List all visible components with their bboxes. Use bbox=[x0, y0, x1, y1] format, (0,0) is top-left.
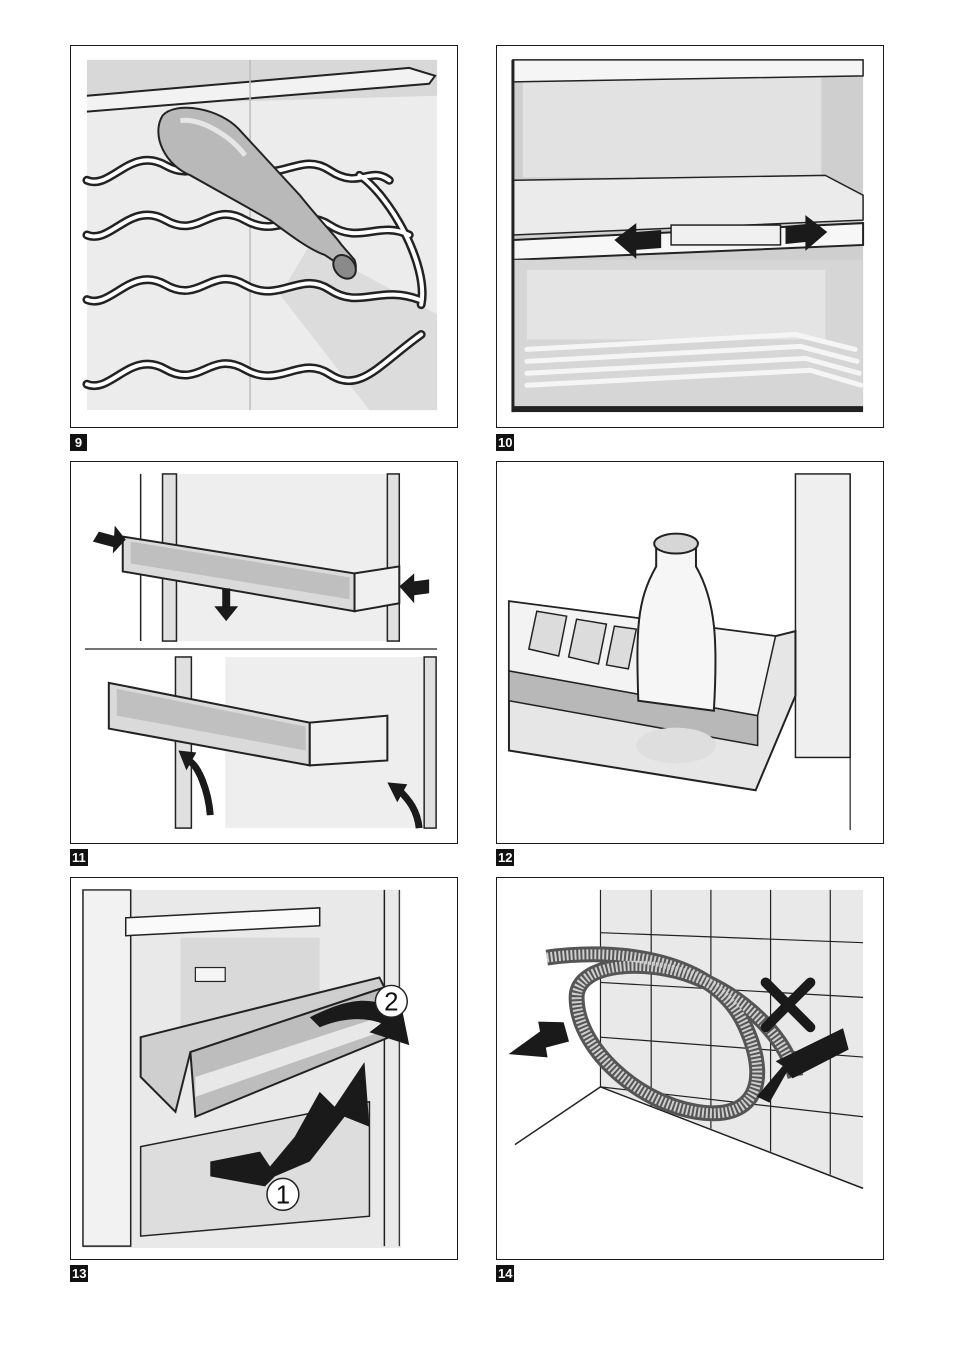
figure-11-panel bbox=[70, 461, 458, 844]
door-shelf-removal-illustration bbox=[71, 462, 457, 843]
figure-13-label: 13 bbox=[70, 1265, 88, 1282]
figure-9-label: 9 bbox=[70, 434, 87, 451]
wine-rack-illustration bbox=[71, 46, 457, 427]
drawer-removal-illustration: 1 2 bbox=[71, 878, 457, 1259]
step-2-label: 2 bbox=[384, 988, 398, 1016]
figure-12-panel bbox=[496, 461, 884, 844]
figure-13-panel: 1 2 bbox=[70, 877, 458, 1260]
step-1-label: 1 bbox=[276, 1181, 290, 1209]
hose-installation-illustration bbox=[497, 878, 883, 1259]
figure-11-label: 11 bbox=[70, 849, 88, 866]
figure-14-panel bbox=[496, 877, 884, 1260]
figure-12-label: 12 bbox=[496, 849, 514, 866]
figure-10-label: 10 bbox=[496, 434, 514, 451]
fridge-shelf-illustration bbox=[497, 46, 883, 427]
figure-9-panel bbox=[70, 45, 458, 428]
figure-14-label: 14 bbox=[496, 1265, 514, 1282]
bottle-in-door-shelf-illustration bbox=[497, 462, 883, 843]
figure-10-panel bbox=[496, 45, 884, 428]
